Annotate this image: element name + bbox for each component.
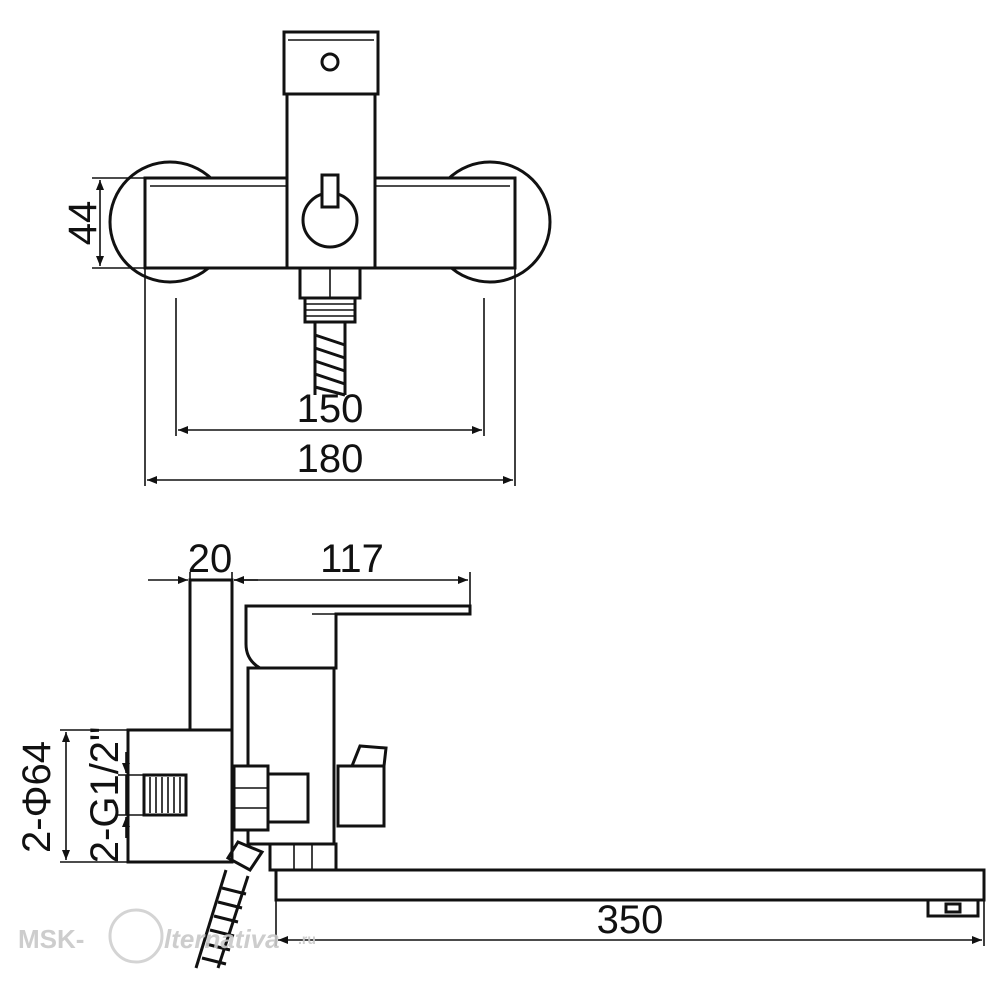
spout bbox=[274, 868, 986, 902]
side-hose bbox=[194, 840, 265, 969]
lever-side bbox=[244, 604, 472, 670]
spout-nut bbox=[268, 842, 338, 872]
dim-phi-64: 2-Φ64 bbox=[15, 741, 59, 853]
watermark-suffix: lternativa bbox=[164, 924, 280, 954]
dim-depth-117: 117 bbox=[320, 537, 384, 581]
watermark-prefix: MSK- bbox=[18, 924, 84, 954]
shower-hose-spiral bbox=[313, 322, 347, 397]
side-view: 20 117 2-Φ64 2-G1/2" 350 bbox=[15, 537, 986, 969]
lever-screw-icon bbox=[320, 52, 340, 72]
dim-width-180: 180 bbox=[297, 437, 364, 481]
connection-nut bbox=[232, 764, 270, 832]
watermark: MSK- lternativa .ru bbox=[18, 908, 316, 964]
watermark-domain: .ru bbox=[298, 931, 316, 947]
dim-width-150: 150 bbox=[297, 387, 364, 431]
lever-cap bbox=[282, 30, 380, 96]
dim-height-44: 44 bbox=[61, 201, 105, 246]
front-view: 44 150 180 bbox=[61, 30, 552, 486]
thread-g12 bbox=[142, 773, 188, 817]
dim-depth-20: 20 bbox=[188, 537, 233, 581]
at-sign-icon bbox=[108, 908, 164, 964]
dim-thread-g12: 2-G1/2" bbox=[83, 727, 127, 863]
diverter-knob-side bbox=[336, 764, 386, 828]
dim-spout-350: 350 bbox=[597, 898, 664, 942]
